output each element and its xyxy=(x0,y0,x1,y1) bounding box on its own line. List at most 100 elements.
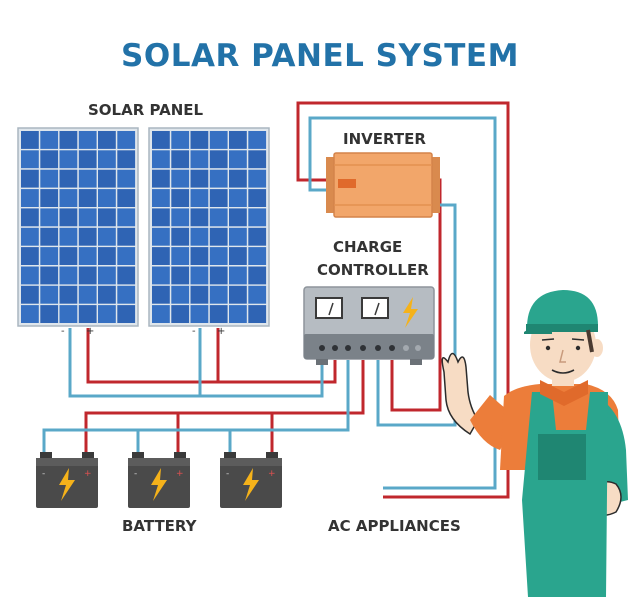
solar-cell xyxy=(152,150,170,169)
solar-cell xyxy=(248,169,267,188)
solar-cell xyxy=(171,189,190,207)
solar-cell xyxy=(40,131,59,149)
solar-cell xyxy=(190,227,209,246)
solar-cell xyxy=(21,208,39,227)
wire-negative-inverter-cc xyxy=(376,203,457,427)
solar-cell xyxy=(152,131,170,149)
solar-cell xyxy=(190,150,209,169)
solar-cell xyxy=(152,285,170,304)
battery-negative-label: - xyxy=(134,469,137,479)
solar-cell xyxy=(117,169,136,188)
solar-cell xyxy=(78,227,97,246)
solar-cell xyxy=(248,150,267,169)
battery-terminal-negative xyxy=(132,452,144,460)
solar-cell xyxy=(152,266,170,285)
worker-cap-brim xyxy=(524,326,552,334)
solar-cell xyxy=(78,150,97,169)
worker-cap-band xyxy=(526,324,598,332)
terminal-negative-label: - xyxy=(61,326,65,337)
solar-cell xyxy=(171,150,190,169)
solar-cell xyxy=(78,169,97,188)
inverter-fins xyxy=(334,164,432,206)
solar-cell xyxy=(98,247,116,265)
worker-ear xyxy=(591,339,603,357)
label-charge-controller-line2: CONTROLLER xyxy=(317,261,429,279)
solar-cell xyxy=(209,247,228,265)
solar-panel-2: -+ xyxy=(148,127,270,337)
solar-cell xyxy=(59,227,78,246)
solar-cell xyxy=(152,208,170,227)
solar-cell xyxy=(190,169,209,188)
worker-character xyxy=(441,290,628,597)
solar-cell xyxy=(98,189,116,207)
solar-panels: -+-+ xyxy=(17,127,270,337)
solar-cell xyxy=(209,227,228,246)
solar-cell xyxy=(209,305,228,323)
solar-cell xyxy=(248,305,267,323)
gauge-icon xyxy=(361,297,389,319)
battery-1: -+ xyxy=(36,452,98,508)
solar-cell xyxy=(40,208,59,227)
solar-cell xyxy=(209,131,228,149)
solar-cell xyxy=(171,227,190,246)
solar-cell xyxy=(229,227,247,246)
solar-cell xyxy=(229,169,247,188)
solar-cell xyxy=(40,266,59,285)
solar-cell xyxy=(248,266,267,285)
wire-negative-panel1 xyxy=(68,328,324,398)
solar-cell xyxy=(152,189,170,207)
wire-positive-panel1 xyxy=(86,328,337,384)
solar-cell xyxy=(190,189,209,207)
solar-cell xyxy=(98,266,116,285)
solar-cell xyxy=(98,227,116,246)
solar-cell xyxy=(248,189,267,207)
solar-cell xyxy=(190,131,209,149)
worker-cap xyxy=(526,290,598,332)
page-title: SOLAR PANEL SYSTEM xyxy=(121,38,519,74)
label-inverter: INVERTER xyxy=(343,130,426,148)
solar-cell xyxy=(209,189,228,207)
solar-cell xyxy=(171,208,190,227)
solar-cell xyxy=(152,227,170,246)
solar-panel-1: -+ xyxy=(17,127,139,337)
inverter-fin-left xyxy=(326,157,336,213)
solar-cell xyxy=(78,305,97,323)
solar-cell xyxy=(59,247,78,265)
wire-positive-inverter-loop xyxy=(296,101,510,499)
battery-terminal-positive xyxy=(266,452,278,460)
solar-cell xyxy=(209,208,228,227)
lightning-bolt-icon xyxy=(59,468,75,501)
terminal-negative-label: - xyxy=(192,326,196,337)
solar-cell xyxy=(59,169,78,188)
solar-cell xyxy=(117,189,136,207)
solar-cell xyxy=(21,305,39,323)
batteries: -+-+-+ xyxy=(36,452,282,508)
lightning-bolt-icon xyxy=(403,297,418,328)
solar-cell xyxy=(152,169,170,188)
wire-positive-battery-bus xyxy=(84,360,365,455)
worker-eye-right xyxy=(575,345,581,351)
inverter-fin-right xyxy=(430,157,440,213)
solar-cell xyxy=(190,208,209,227)
solar-cell xyxy=(40,189,59,207)
battery-positive-label: + xyxy=(268,469,276,479)
solar-cell xyxy=(248,208,267,227)
solar-cell xyxy=(171,169,190,188)
battery-terminal-positive xyxy=(82,452,94,460)
worker-raised-hand xyxy=(441,352,479,436)
controller-terminals xyxy=(319,345,421,351)
worker-sideburn xyxy=(586,329,594,353)
solar-cell xyxy=(59,285,78,304)
solar-cell xyxy=(21,227,39,246)
solar-cell xyxy=(209,266,228,285)
solar-cell xyxy=(78,285,97,304)
wire-negative-battery-bus xyxy=(42,360,350,455)
solar-cell xyxy=(40,150,59,169)
label-charge-controller-line1: CHARGE xyxy=(333,238,403,256)
solar-cell xyxy=(40,247,59,265)
solar-cell xyxy=(98,305,116,323)
battery-negative-label: - xyxy=(42,469,45,479)
solar-cell xyxy=(229,305,247,323)
solar-cell xyxy=(117,247,136,265)
worker-mouth xyxy=(551,369,575,374)
